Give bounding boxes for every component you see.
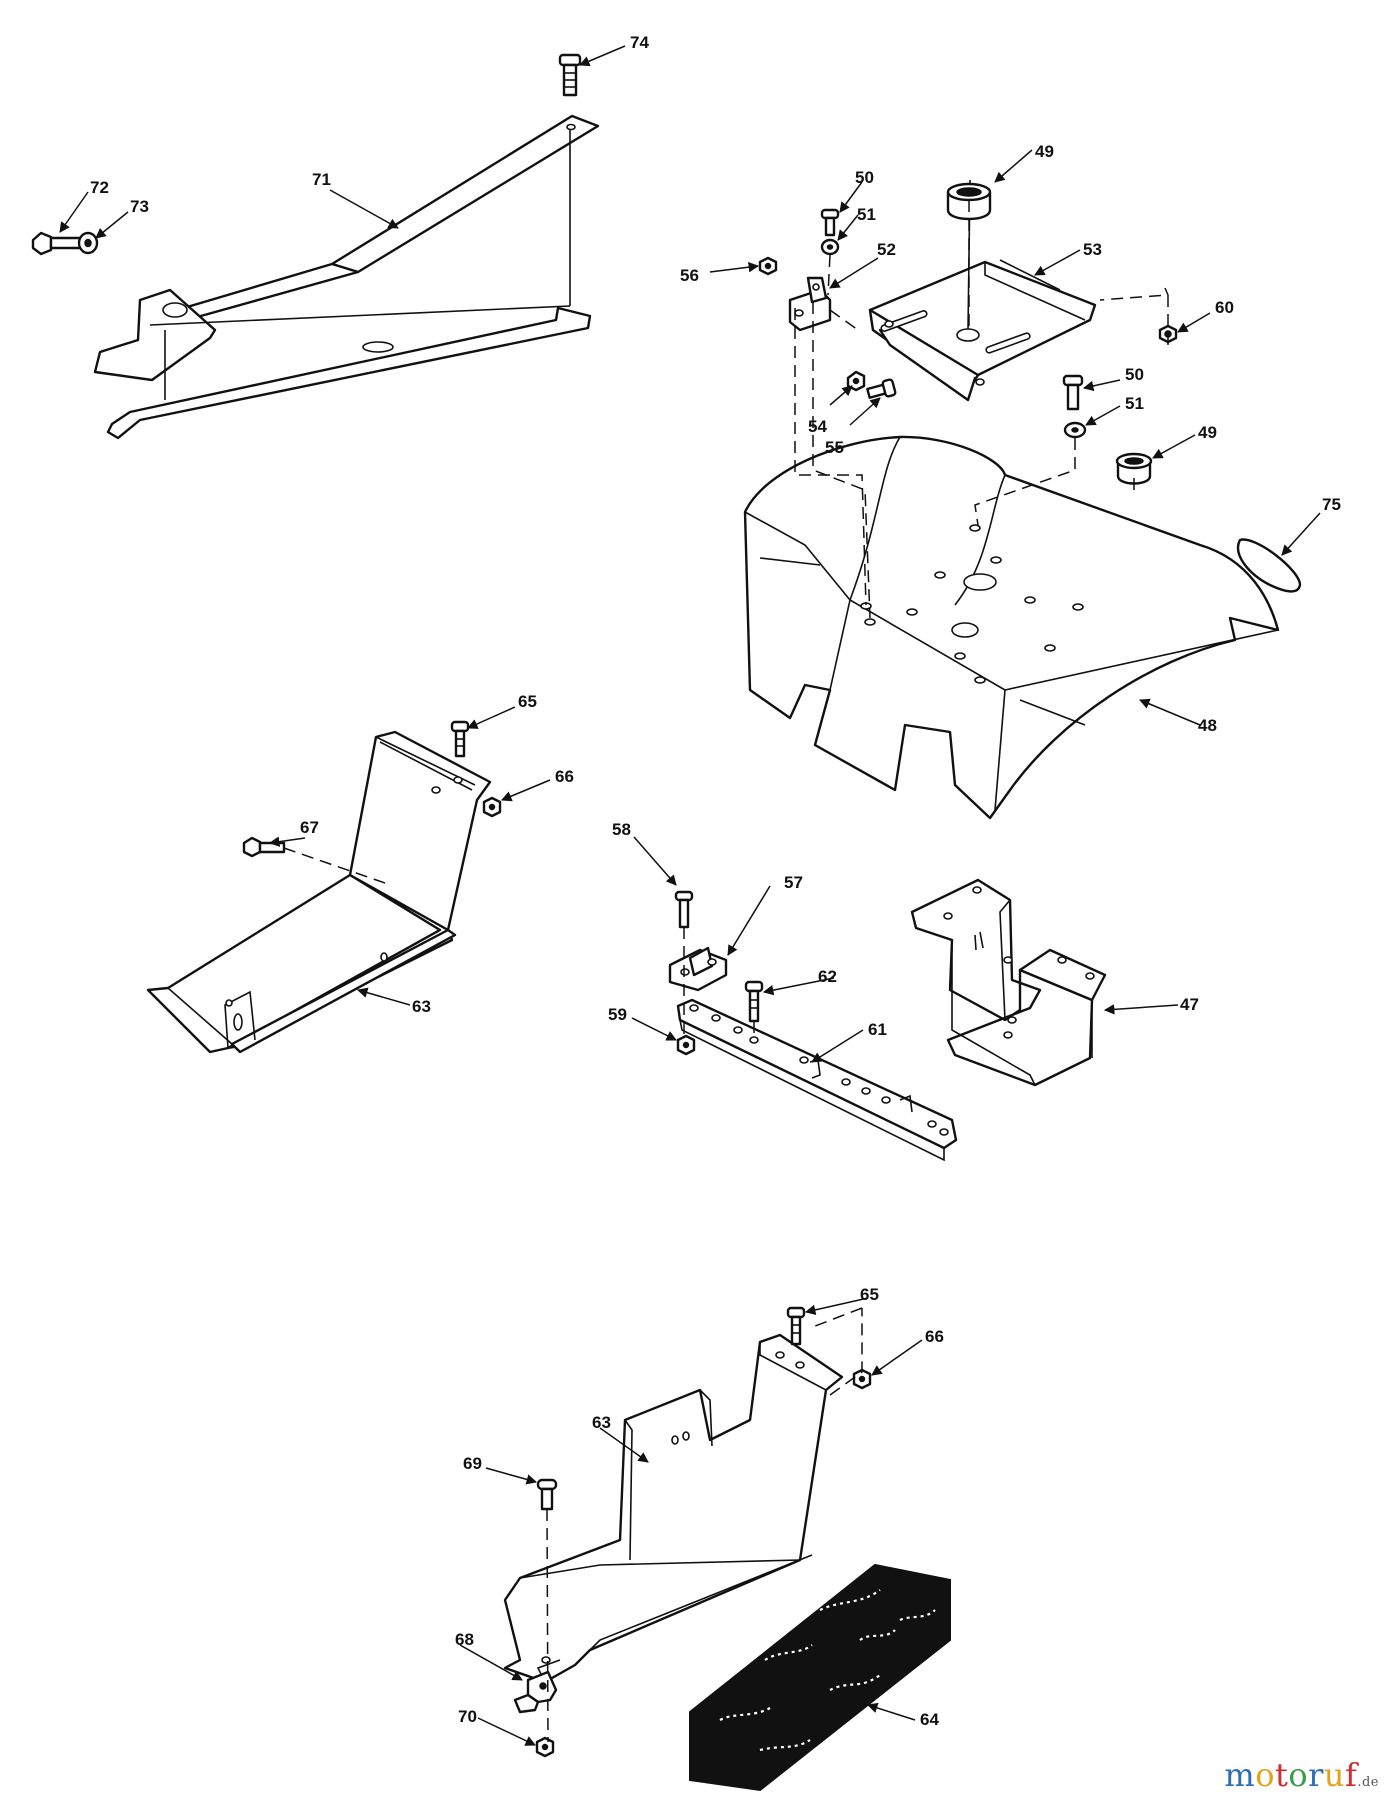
label-75: 75 [1322,495,1341,514]
label-47: 47 [1180,995,1199,1014]
label-63-lower: 63 [592,1413,611,1432]
watermark-letter: o [1288,1756,1309,1794]
label-65-lower: 65 [860,1285,879,1304]
label-49-upper: 49 [1035,142,1054,161]
watermark-letter: f [1345,1756,1358,1794]
bracket-47 [910,878,1107,1087]
label-63-upper: 63 [412,997,431,1016]
label-51-lower: 51 [1125,394,1144,413]
label-57: 57 [784,873,803,892]
bolt-50-upper [820,208,840,237]
label-68: 68 [455,1630,474,1649]
nut-59 [676,1034,696,1056]
seat-plate-53 [868,179,1097,402]
watermark-letter: m [1224,1756,1256,1794]
label-54: 54 [808,417,827,436]
watermark-letters: motoruf [1224,1756,1357,1794]
nut-70 [535,1736,555,1758]
watermark-tld: .de [1357,1775,1379,1790]
label-61: 61 [868,1020,887,1039]
label-52: 52 [877,240,896,259]
grommet-49-lower [1115,452,1153,485]
cap-75 [1237,538,1302,593]
nut-66-upper [482,796,502,818]
washer-73 [77,231,99,255]
leader-arrows [59,45,1321,1746]
label-71: 71 [312,170,331,189]
bolt-65-upper [450,720,470,758]
footrest-63-upper [146,730,492,1054]
label-64: 64 [920,1710,939,1729]
label-72: 72 [90,178,109,197]
label-66-upper: 66 [555,767,574,786]
mat-64 [689,1563,951,1792]
clamp-57 [668,946,728,992]
label-65-upper: 65 [518,692,537,711]
label-70: 70 [458,1707,477,1726]
washer-51-lower [1063,421,1087,439]
label-73: 73 [130,197,149,216]
label-48: 48 [1198,716,1217,735]
label-60: 60 [1215,298,1234,317]
label-50-lower: 50 [1125,365,1144,384]
bolt-50-lower [1062,374,1084,411]
bolt-69 [536,1478,558,1511]
footrest-63-lower [503,1333,844,1684]
watermark-logo: motoruf.de [1224,1756,1379,1794]
label-69: 69 [463,1454,482,1473]
clamp-68 [513,1670,558,1714]
part-labels: 74 71 72 73 49 50 51 52 53 56 60 50 51 4… [90,33,1341,1729]
label-74: 74 [630,33,649,52]
grommet-49-upper [946,182,992,221]
label-50-upper: 50 [855,168,874,187]
bolt-74 [558,53,582,97]
bolt-65-lower [786,1306,806,1346]
label-58: 58 [612,820,631,839]
bolt-58 [674,890,694,929]
watermark-letter: o [1255,1756,1275,1794]
label-51-upper: 51 [857,205,876,224]
bolt-55 [866,378,897,399]
label-56: 56 [680,266,699,285]
bracket-52 [788,276,832,332]
assembly-lines-lower [546,1307,863,1743]
watermark-letter: r [1308,1756,1324,1794]
bolt-62 [744,980,764,1023]
support-frame-71 [93,114,600,440]
label-53: 53 [1083,240,1102,259]
nut-56 [758,256,778,276]
label-66-lower: 66 [925,1327,944,1346]
bolt-67 [242,836,286,858]
watermark-letter: u [1323,1756,1345,1794]
label-55: 55 [825,438,844,457]
label-62: 62 [818,967,837,986]
washer-51-upper [820,238,840,256]
bolt-72 [31,231,83,256]
assembly-lines-upper [794,200,1169,619]
fender-48 [743,435,1280,820]
watermark-letter: t [1274,1756,1289,1794]
label-67: 67 [300,818,319,837]
label-59: 59 [608,1005,627,1024]
label-49-lower: 49 [1198,423,1217,442]
bar-61 [676,998,958,1162]
